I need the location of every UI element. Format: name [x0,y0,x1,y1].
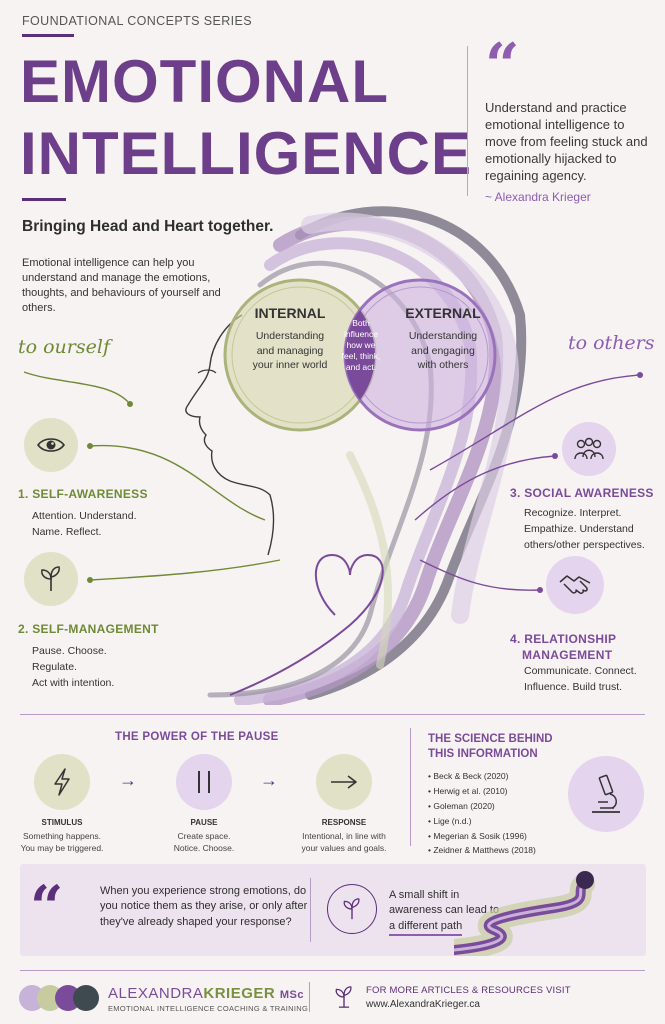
skill-3-desc: Recognize. Interpret. Empathize. Underst… [524,506,645,553]
footer-divider [20,970,645,971]
series-label: FOUNDATIONAL CONCEPTS SERIES [22,14,252,28]
shift-line-1: A small shift in [389,889,460,901]
pause-section-title: THE POWER OF THE PAUSE [115,731,279,743]
skill-1-line-2: Name. Reflect. [32,525,102,538]
brand-subtitle: EMOTIONAL INTELLIGENCE COACHING & TRAINI… [108,1004,309,1013]
step-pause-label: PAUSE [190,818,218,827]
venn-external-text: Understanding and engaging with others [408,330,478,372]
reference-item: Herwig et al. (2010) [428,784,536,799]
step-stimulus-line-1: Something happens. [23,831,101,841]
banner-shift-text: A small shift in awareness can lead to a… [389,888,514,937]
skill-4-heading: 4. RELATIONSHIP MANAGEMENT [510,631,616,663]
reference-item: Beck & Beck (2020) [428,769,536,784]
science-title: THE SCIENCE BEHIND THIS INFORMATION [428,732,568,762]
venn-internal-title: INTERNAL [254,305,326,321]
skill-4-line-1: Communicate. Connect. [524,665,637,677]
to-ourself-label: to ourself [18,336,110,358]
footer-sprout-icon [335,986,352,1008]
intro-text: Emotional intelligence can help you unde… [22,257,221,314]
series-underline [22,34,74,37]
arrow-right-icon [316,754,372,810]
skill-2-desc: Pause. Choose. Regulate. Act with intent… [32,644,114,691]
science-reference-list: Beck & Beck (2020) Herwig et al. (2010) … [428,769,536,858]
quote-text: Understand and practice emotional intell… [485,100,648,183]
microscope-icon [568,756,644,832]
step-pause-line-1: Create space. [177,831,231,841]
title-underline [22,198,66,201]
step-stimulus-line-2: You may be triggered. [20,843,104,854]
step-response-line-2: your values and goals. [301,843,387,854]
people-icon [562,422,616,476]
step-response-label: RESPONSE [321,818,367,827]
section-divider [20,714,645,715]
skill-3-line-3: others/other perspectives. [524,538,645,551]
reference-item: Zeidner & Matthews (2018) [428,843,536,858]
banner-quote-icon: “ [30,873,64,941]
eye-icon [24,418,78,472]
visit-label: FOR MORE ARTICLES & RESOURCES VISIT [366,985,571,996]
venn-internal: INTERNAL Understanding and managing your… [235,305,345,373]
venn-external: EXTERNAL Understanding and engaging with… [388,305,498,373]
arrow-1-icon: → [119,770,137,790]
step-pause-line-2: Notice. Choose. [173,843,235,854]
venn-external-title: EXTERNAL [405,305,481,321]
step-response: RESPONSE Intentional, in line with your … [284,818,404,855]
step-stimulus-label: STIMULUS [41,818,83,827]
step-stimulus: STIMULUS Something happens. You may be t… [2,818,122,855]
to-others-label: to others [568,332,655,354]
brand-last-name: KRIEGER [203,985,276,1002]
pause-icon [176,754,232,810]
brand-suffix: MSc [279,989,305,1001]
title-line-1: EMOTIONAL [20,48,389,115]
lightning-icon [34,754,90,810]
skill-1-line-1: Attention. Understand. [32,510,137,522]
banner-question: When you experience strong emotions, do … [100,885,308,928]
arrow-2-icon: → [260,770,278,790]
skill-2-heading: 2. SELF-MANAGEMENT [18,622,159,636]
head-profile-illustration [185,206,527,705]
shift-line-3: a different path [389,919,463,937]
brand-first-name: ALEXANDRA [108,985,204,1002]
website-link[interactable]: www.AlexandraKrieger.ca [366,999,480,1010]
skill-2-line-2: Regulate. [32,660,77,673]
skill-2-line-3: Act with intention. [32,676,115,689]
brand-name: ALEXANDRAKRIEGER MSc [108,985,304,1002]
brand-logo-circles [19,985,99,1011]
handshake-icon [546,556,604,614]
skill-3-line-1: Recognize. Interpret. [524,507,622,519]
reference-item: Lige (n.d.) [428,814,536,829]
skill-1-desc: Attention. Understand. Name. Reflect. [32,509,136,541]
reference-item: Goleman (2020) [428,799,536,814]
title-line-2: INTELLIGENCE [20,120,473,187]
science-title-line-2: THIS INFORMATION [428,747,538,760]
skill-1-heading: 1. SELF-AWARENESS [18,487,148,501]
banner-divider [310,878,311,942]
shift-line-2: awareness can lead to [389,904,500,917]
venn-internal-text: Understanding and managing your inner wo… [252,330,328,372]
winding-path-illustration [454,871,595,956]
skill-3-heading: 3. SOCIAL AWARENESS [510,486,654,500]
venn-overlap-text: Both influence how we feel, think, and a… [341,318,381,373]
skill-4-heading-line-1: 4. RELATIONSHIP [510,632,617,646]
skill-4-desc: Communicate. Connect. Influence. Build t… [524,664,637,696]
connector-lines [23,371,643,593]
sprout-icon [24,552,78,606]
footer-vertical-divider [309,982,310,1012]
science-divider [410,728,411,846]
banner-sprout-icon [327,884,377,934]
quote-author: ~ Alexandra Krieger [485,190,591,204]
step-pause: PAUSE Create space. Notice. Choose. [144,818,264,855]
skill-2-line-1: Pause. Choose. [32,645,107,657]
skill-4-line-2: Influence. Build trust. [524,680,623,693]
quote-divider [467,46,468,196]
skill-4-heading-line-2: MANAGEMENT [522,648,613,663]
science-title-line-1: THE SCIENCE BEHIND [428,733,553,745]
skill-3-line-2: Empathize. Understand [524,522,634,535]
step-response-line-1: Intentional, in line with [302,831,386,841]
tagline: Bringing Head and Heart together. [22,218,274,235]
reference-item: Megerian & Sosik (1996) [428,829,536,844]
quote-mark-icon: “ [485,31,520,101]
